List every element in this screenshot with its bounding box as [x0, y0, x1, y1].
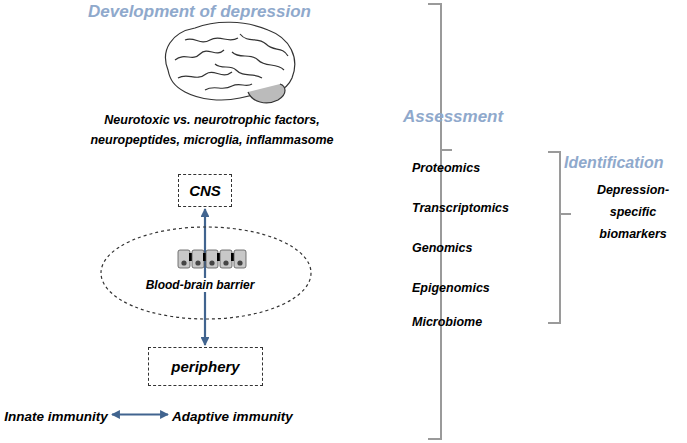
node-text: periphery	[171, 358, 239, 375]
immunity-label: Adaptive immunity	[172, 407, 293, 422]
immunity-label: Innate immunity	[4, 407, 108, 422]
method-label: Proteomics	[412, 161, 480, 175]
double-arrow	[112, 413, 168, 415]
dashed-box: CNS	[178, 174, 232, 207]
method-label: Genomics	[412, 241, 472, 255]
dashed-box: periphery	[148, 347, 263, 386]
node-text: Blood-brain barrier	[144, 278, 257, 292]
node-text: Adaptive immunity	[172, 409, 293, 424]
bracket	[428, 4, 571, 439]
barrier-ellipse: Blood-brain barrier	[100, 226, 312, 320]
factor-list: Neurotoxic vs. neurotrophic factors, neu…	[82, 110, 342, 150]
node-text: Innate immunity	[4, 409, 108, 424]
node-text: CNS	[189, 182, 221, 199]
section-heading: Assessment	[403, 107, 503, 127]
ellipse-outline	[100, 226, 312, 320]
brain-illustration	[166, 22, 295, 103]
result-label: Depression-specific biomarkers	[584, 179, 682, 245]
section-heading: Development of depression	[88, 2, 311, 22]
method-label: Transcriptomics	[412, 201, 509, 215]
method-label: Epigenomics	[412, 281, 490, 295]
method-label: Microbiome	[412, 315, 482, 329]
double-arrow	[204, 209, 206, 345]
section-heading: Identification	[564, 154, 664, 172]
